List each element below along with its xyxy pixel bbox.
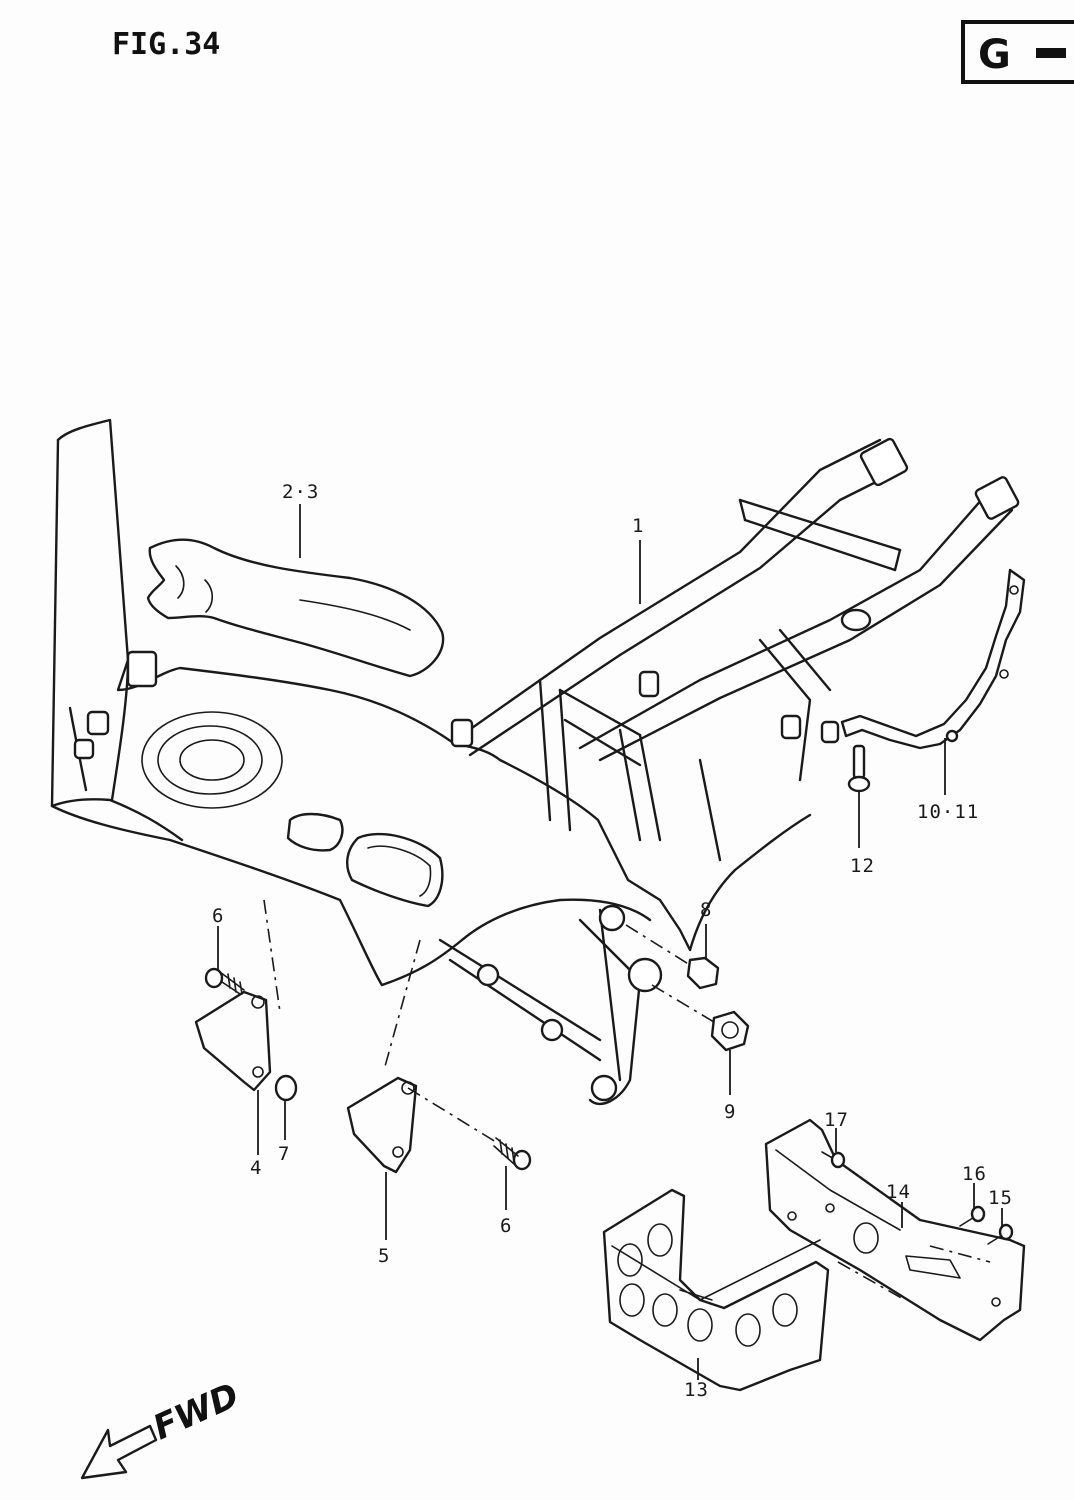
assembly-line-nut-9	[651, 984, 715, 1023]
callout-13: 13	[684, 1379, 709, 1401]
part-frame-cover	[146, 538, 445, 678]
part-nut-9	[710, 1010, 750, 1052]
callout-10-11: 10·11	[917, 801, 979, 823]
callout-5: 5	[378, 1245, 390, 1267]
part-bolt-17	[821, 1151, 846, 1169]
part-bolt-12	[847, 744, 871, 793]
section-tag-letter: G	[978, 32, 1011, 78]
callout-7: 7	[278, 1143, 290, 1165]
callout-1: 1	[632, 515, 644, 537]
part-bracket-5	[346, 1076, 418, 1174]
part-bolt-15	[987, 1223, 1014, 1245]
callout-9: 9	[724, 1101, 736, 1123]
figure-title: FIG.34	[112, 27, 220, 62]
callout-8: 8	[700, 899, 712, 921]
assembly-line-skid-14	[837, 1261, 906, 1301]
part-skid-plate-13	[602, 1188, 830, 1392]
part-bolt-16	[959, 1205, 986, 1227]
part-main-frame	[50, 418, 1020, 1106]
forward-arrow-icon	[80, 1424, 158, 1480]
assembly-line-nut-8	[625, 924, 691, 966]
callout-12: 12	[850, 855, 875, 877]
assembly-line-bolt-16	[929, 1245, 991, 1263]
part-bolt-6-lower	[493, 1137, 532, 1171]
callout-17: 17	[824, 1109, 849, 1131]
part-nut-8	[686, 956, 720, 990]
callout-6-upper: 6	[212, 905, 224, 927]
callout-2-3: 2·3	[282, 481, 319, 503]
callout-16: 16	[962, 1163, 987, 1185]
part-rear-bracket	[840, 568, 1026, 750]
callout-14: 14	[886, 1181, 911, 1203]
assembly-line-bracket-4	[263, 899, 281, 1013]
forward-label: FWD	[147, 1375, 245, 1448]
section-tag-dash	[1036, 48, 1066, 58]
callout-15: 15	[988, 1187, 1013, 1209]
callout-6-lower: 6	[500, 1215, 512, 1237]
part-skid-plate-14	[764, 1118, 1026, 1342]
section-tag-box: G	[961, 20, 1074, 84]
forward-direction-indicator: FWD	[80, 1375, 245, 1480]
part-bolt-6-upper	[204, 967, 245, 995]
assembly-line-bolt-6	[407, 1087, 497, 1143]
callout-4: 4	[250, 1157, 262, 1179]
part-washer-7	[274, 1074, 298, 1102]
assembly-line-bracket-5	[383, 939, 421, 1071]
part-bracket-4	[194, 990, 272, 1092]
